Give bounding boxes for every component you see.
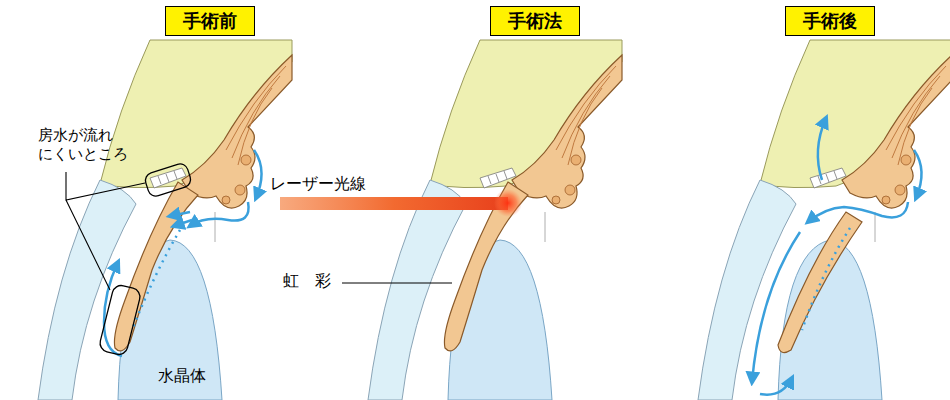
title-box: 手術前 xyxy=(165,6,255,36)
title-text: 手術法 xyxy=(508,10,562,32)
laser-label: レーザー光線 xyxy=(270,174,366,194)
part-label: 水晶体 xyxy=(158,366,206,386)
part-label: 虹 彩 xyxy=(283,271,331,291)
title-box: 手術後 xyxy=(785,6,875,36)
callout-label: 房水が流れ にくいところ xyxy=(38,126,138,164)
title-text: 手術後 xyxy=(803,10,857,32)
title-text: 手術前 xyxy=(183,10,237,32)
title-box: 手術法 xyxy=(490,6,580,36)
